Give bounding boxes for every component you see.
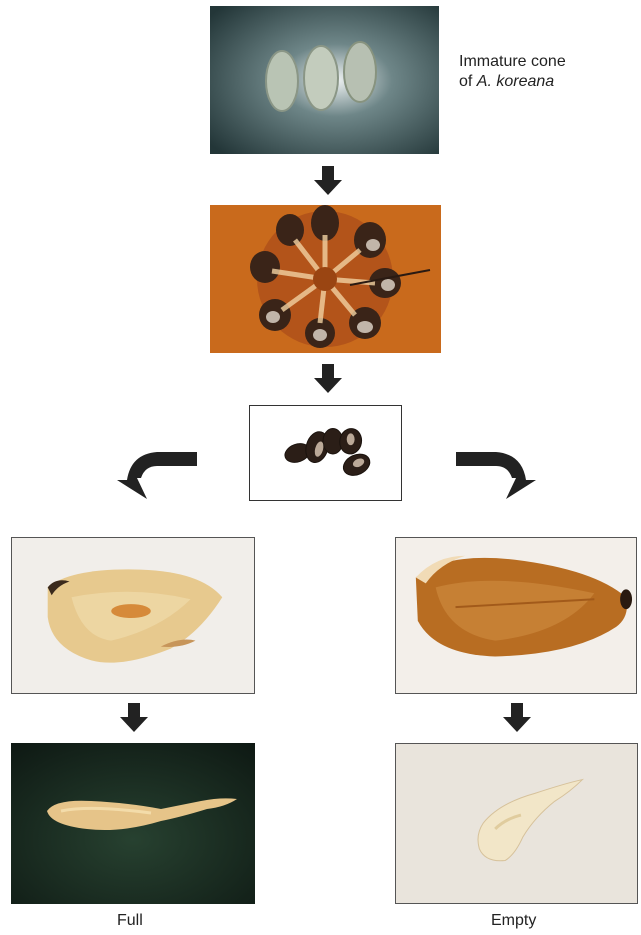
down-arrow-icon (313, 166, 343, 196)
caption-prefix: of (459, 73, 477, 90)
full-embryo-photo (11, 743, 255, 904)
down-arrow-icon (119, 703, 149, 733)
seeds-photo (249, 405, 402, 501)
immature-cone-photo (210, 6, 439, 154)
curved-arrow-right-icon (456, 450, 536, 500)
cone-slice (344, 42, 376, 102)
down-arrow-icon (502, 703, 532, 733)
cone-cross-section-photo (210, 205, 441, 353)
cone-slice (304, 46, 338, 110)
caption-line-1: Immature cone (459, 52, 566, 72)
empty-seed-photo (395, 537, 637, 694)
empty-embryo-photo (395, 743, 638, 904)
species-name: A. koreana (477, 73, 554, 90)
cone-caption: Immature cone of A. koreana (459, 52, 566, 92)
caption-line-2: of A. koreana (459, 72, 566, 92)
cone-slice (266, 51, 298, 111)
full-seed-photo (11, 537, 255, 694)
empty-label: Empty (491, 911, 536, 931)
curved-arrow-left-icon (117, 450, 197, 500)
full-label: Full (117, 911, 143, 931)
down-arrow-icon (313, 364, 343, 394)
